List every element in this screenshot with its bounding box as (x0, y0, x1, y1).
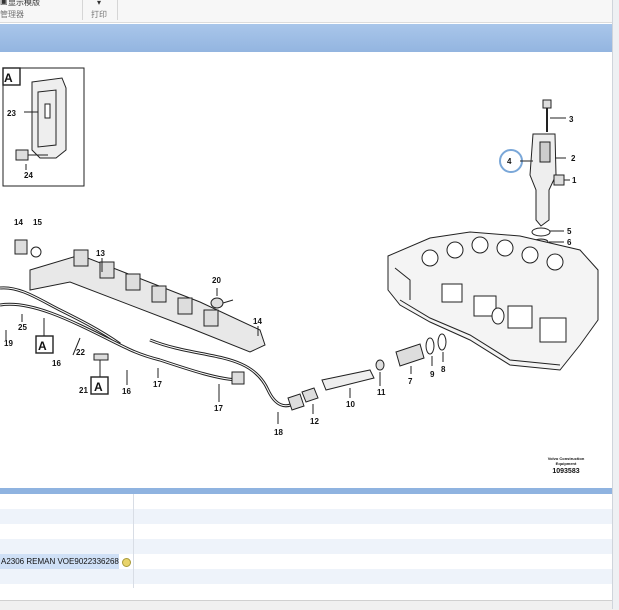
callout-14: 14 (14, 218, 23, 227)
callout-18: 18 (274, 428, 283, 437)
print-dropdown-icon[interactable]: ▾ (97, 0, 102, 7)
callout-15: 15 (33, 218, 42, 227)
table-header (0, 488, 612, 494)
toolbar-divider (117, 0, 118, 20)
callout-23: 23 (7, 109, 16, 118)
callout-19: 19 (4, 339, 13, 348)
table-row[interactable] (0, 539, 612, 554)
callout-13: 13 (96, 249, 105, 258)
template-manager-sublabel: 管理器 (0, 10, 24, 19)
callout-6: 6 (567, 238, 572, 247)
callout-7: 7 (408, 377, 413, 386)
print-button[interactable]: 打印 (91, 10, 107, 19)
callout-20: 20 (212, 276, 221, 285)
part-description: A2306 REMAN VOE9022336268 (0, 554, 119, 569)
callout-3: 3 (569, 115, 574, 124)
section-header-bar (0, 24, 612, 52)
callout-17: 17 (153, 380, 162, 389)
parts-diagram: A 23 24 3 2 4 1 5 6 7 8 9 10 11 12 13 14… (0, 52, 612, 488)
detail-a-label-center: A (94, 380, 103, 394)
callout-22: 22 (76, 348, 85, 357)
callout-8: 8 (441, 365, 446, 374)
callout-9: 9 (430, 370, 435, 379)
callout-12: 12 (310, 417, 319, 426)
connector-10 (321, 369, 375, 391)
callout-1: 1 (572, 176, 577, 185)
callout-17b: 17 (214, 404, 223, 413)
callout-16b: 16 (122, 387, 131, 396)
callout-14b: 14 (253, 317, 262, 326)
detail-a-tag-label: A (4, 71, 13, 85)
toolbar: ▣ 显示模版 管理器 ▾ 打印 (0, 0, 619, 23)
callout-11: 11 (377, 388, 386, 397)
callout-21: 21 (79, 386, 88, 395)
table-row[interactable] (0, 524, 612, 539)
fuel-pipe-18 (149, 338, 297, 408)
stamp-line-2: Equipment (556, 461, 577, 466)
table-row[interactable] (0, 569, 612, 584)
table-row[interactable] (0, 509, 612, 524)
info-icon[interactable] (122, 558, 131, 567)
callout-5: 5 (567, 227, 572, 236)
table-row-selected[interactable]: A2306 REMAN VOE9022336268 (0, 554, 612, 569)
callout-25: 25 (18, 323, 27, 332)
parts-table: A2306 REMAN VOE9022336268 (0, 488, 612, 600)
callout-4: 4 (507, 157, 512, 166)
callout-2: 2 (571, 154, 576, 163)
callout-10: 10 (346, 400, 355, 409)
plug-20 (210, 297, 224, 309)
column-divider (133, 494, 134, 588)
detail-a-label-left: A (38, 339, 47, 353)
fuel-rail-13 (29, 254, 266, 353)
drawing-number: 1093583 (552, 468, 579, 475)
template-icon[interactable]: ▣ (0, 0, 8, 6)
sleeve-7 (395, 343, 425, 367)
template-manager-label[interactable]: 显示模版 (8, 0, 40, 7)
toolbar-divider (82, 0, 83, 20)
table-row[interactable] (0, 494, 612, 509)
horizontal-scrollbar[interactable] (0, 600, 619, 610)
callout-16: 16 (52, 359, 61, 368)
exploded-view-drawing: A 23 24 3 2 4 1 5 6 7 8 9 10 11 12 13 14… (0, 67, 599, 475)
stamp-line-1: Volvo Construction (548, 456, 585, 461)
callout-24: 24 (24, 171, 33, 180)
detail-a-tag (2, 67, 21, 86)
vertical-scrollbar[interactable] (612, 0, 619, 609)
